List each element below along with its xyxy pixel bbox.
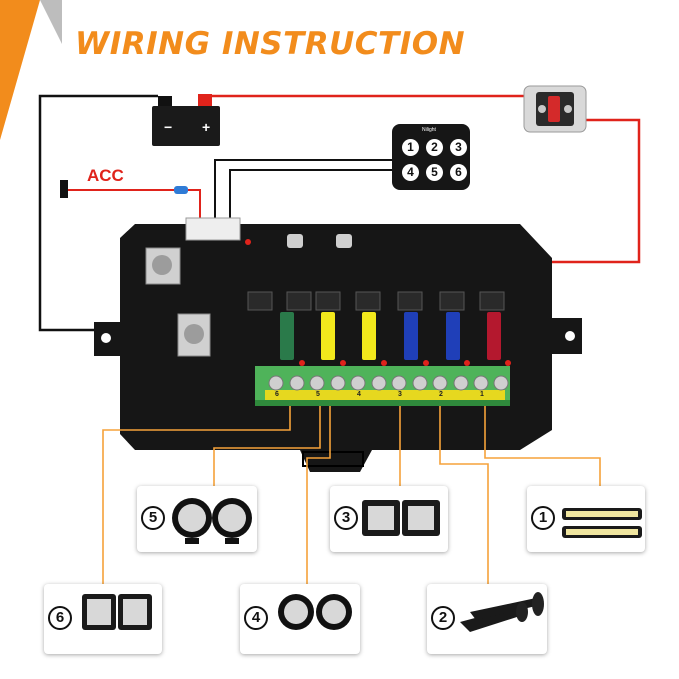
acc-label: ACC (87, 166, 124, 185)
output-card-2: 2 (427, 584, 547, 654)
page-title: WIRING INSTRUCTION (75, 26, 466, 62)
output-number-6: 6 (48, 606, 72, 630)
fuse-red (487, 312, 501, 360)
terminal-label-4: 4 (357, 391, 361, 398)
terminal-label-2: 2 (439, 391, 443, 398)
terminal-label-1: 1 (480, 391, 484, 398)
output-number-4: 4 (244, 606, 268, 630)
controller-cable-1 (214, 159, 392, 220)
fuse-yellow-2 (362, 312, 376, 360)
fuse-green (280, 312, 294, 360)
fuse-yellow-1 (321, 312, 335, 360)
output-leads (102, 406, 601, 590)
terminal-label-6: 6 (275, 391, 279, 398)
battery-negative-label: − (164, 119, 172, 135)
lead-4 (306, 406, 331, 584)
indicator-leds (299, 360, 511, 366)
controller-key-2: 2 (426, 139, 443, 156)
controller-key-3: 3 (450, 139, 467, 156)
terminal-block (255, 366, 510, 406)
relay-box (94, 217, 582, 472)
device-round-driving-lights (172, 498, 252, 544)
fuse-blue-1 (404, 312, 418, 360)
corner-accent (0, 0, 40, 140)
output-number-2: 2 (431, 606, 455, 630)
lead-5 (213, 406, 321, 486)
controller-key-4: 4 (402, 164, 419, 181)
lead-1 (484, 406, 601, 486)
controller-key-6: 6 (450, 164, 467, 181)
lead-6 (102, 406, 291, 590)
battery-positive-label: + (202, 119, 210, 135)
controller-key-5: 5 (426, 164, 443, 181)
terminal-label-3: 3 (398, 391, 402, 398)
relay-slots (247, 291, 505, 311)
acc-fuse-tap (60, 180, 188, 198)
lead-2 (439, 406, 489, 584)
battery: − + (152, 94, 220, 146)
controller-key-1: 1 (402, 139, 419, 156)
output-number-1: 1 (531, 506, 555, 530)
terminal-label-5: 5 (316, 391, 320, 398)
circuit-breaker (523, 85, 587, 133)
corner-accent-grey (40, 0, 62, 44)
device-air-horn (460, 592, 544, 632)
controller-cable-2 (229, 169, 392, 220)
device-round-pod-lights (278, 594, 352, 630)
fuse-blue-2 (446, 312, 460, 360)
output-number-3: 3 (334, 506, 358, 530)
output-number-5: 5 (141, 506, 165, 530)
device-cube-pod-lights (362, 500, 440, 536)
blade-fuses (280, 312, 501, 360)
controller-brand: Nilight (422, 127, 436, 133)
device-led-light-bars (562, 508, 642, 538)
device-square-pod-lights (82, 594, 152, 630)
